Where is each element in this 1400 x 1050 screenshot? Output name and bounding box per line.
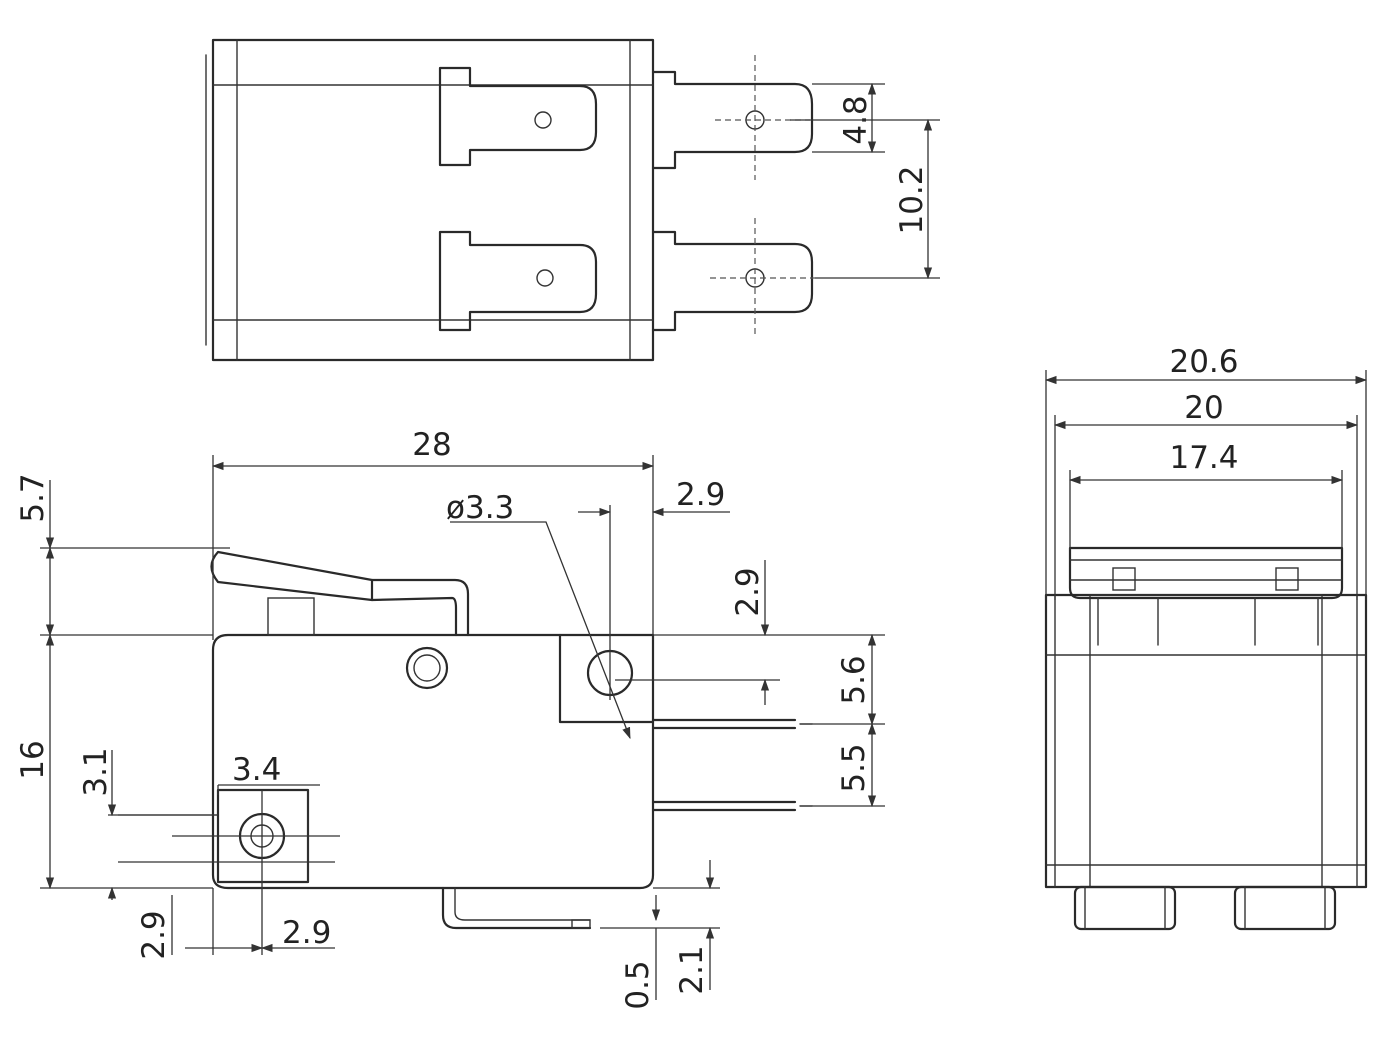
dim-lower-tab-width: 3.4 <box>232 752 281 788</box>
dim-lower-hole-height: 3.1 <box>78 747 114 796</box>
side-view-body <box>211 633 655 890</box>
dim-bottom-gap: 0.5 <box>620 960 656 1009</box>
top-view-terminal-upper <box>438 55 814 180</box>
dim-top-terminal-pitch: 10.2 <box>894 165 930 234</box>
top-view: 4.8 10.2 <box>205 38 940 362</box>
dim-terminal-spacing-upper: 5.6 <box>836 655 872 704</box>
dim-hole-offset-x: 2.9 <box>676 477 725 513</box>
side-view-terminal-lower <box>651 800 813 812</box>
top-view-body <box>211 38 655 362</box>
dim-lower-hole-offset: 2.9 <box>282 915 331 951</box>
dim-inner-width: 17.4 <box>1169 440 1238 476</box>
side-view: 28 ø3.3 2.9 2.9 5.6 5.5 5.7 16 <box>15 427 885 1010</box>
dim-terminal-spacing-lower: 5.5 <box>836 743 872 792</box>
dim-hole-diameter: ø3.3 <box>446 490 514 526</box>
dim-bottom-terminal-depth: 2.1 <box>674 945 710 994</box>
dim-lever-height: 5.7 <box>15 473 51 522</box>
dim-overall-width: 20.6 <box>1169 344 1238 380</box>
dim-hole-offset-y: 2.9 <box>730 567 766 616</box>
end-view-terminals <box>1073 885 1337 931</box>
end-view-cap <box>1068 546 1344 646</box>
side-view-pivot <box>405 646 449 690</box>
end-view: 20.6 20 17.4 <box>1044 344 1368 931</box>
dim-lower-tab-bottom: 2.9 <box>136 910 172 959</box>
dim-body-length: 28 <box>412 427 451 463</box>
dim-body-height: 16 <box>15 740 51 779</box>
top-view-terminal-lower <box>438 218 815 335</box>
side-view-bottom-terminal <box>441 886 592 930</box>
side-view-terminal-upper <box>651 718 813 730</box>
side-view-lever <box>210 550 470 637</box>
dim-body-width: 20 <box>1184 390 1223 426</box>
